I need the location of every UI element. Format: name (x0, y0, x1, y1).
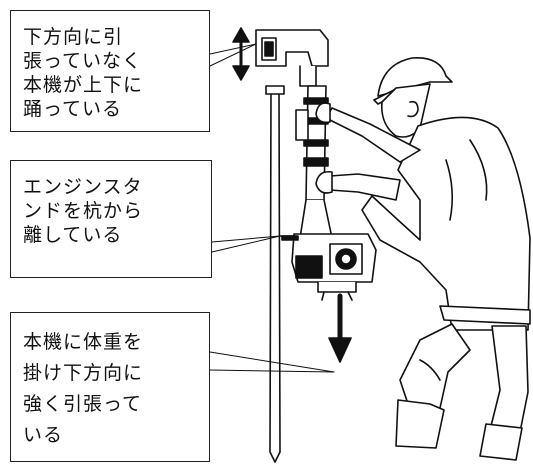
callout-pulling-hard: 本機に体重を 掛け下方向に 強く引張って いる (10, 312, 210, 462)
callout-line: 本機に体重を (23, 331, 144, 353)
callout-line: 強く引張って (23, 393, 143, 415)
engine-stand (279, 235, 299, 241)
callout-line: 下方向に引 (23, 26, 124, 48)
engine-unit (291, 233, 377, 301)
callout-line: エンジンスタ (23, 176, 143, 198)
callout-pointers (209, 43, 335, 373)
callout-line: 離している (23, 224, 123, 246)
callout-line: 張っていなく (23, 50, 143, 72)
callout-line: いる (23, 424, 64, 446)
callout-line: ンドを杭から (23, 200, 144, 222)
vibration-arrow-icon (232, 27, 250, 81)
stake (265, 85, 285, 463)
pull-arrow-icon (328, 293, 352, 363)
callout-not-pulling-down: 下方向に引 張っていなく 本機が上下に 踊っている (10, 10, 210, 132)
worker (315, 57, 531, 461)
callout-engine-stand-separated: エンジンスタ ンドを杭から 離している (10, 160, 212, 278)
callout-line: 本機が上下に (23, 74, 144, 96)
callout-line: 掛け下方向に (23, 362, 144, 384)
callout-line: 踊っている (23, 98, 123, 120)
puller-head-top (255, 29, 329, 87)
